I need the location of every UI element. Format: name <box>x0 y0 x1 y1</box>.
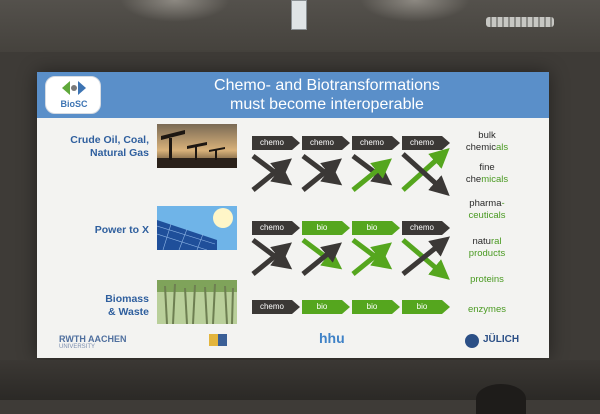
chip-label: bio <box>316 302 328 311</box>
chip-label: chemo <box>409 223 434 232</box>
bio-chip: bio <box>402 300 450 314</box>
bio-chip: bio <box>352 300 400 314</box>
output-line: enzymes <box>453 304 521 316</box>
chip-label: chemo <box>309 138 334 147</box>
rwth-logo-sub: UNIVERSITY <box>59 344 96 350</box>
row-label-line: & Waste <box>107 306 149 318</box>
audience-head <box>476 384 526 414</box>
chip-label: bio <box>366 223 378 232</box>
bio-chip: bio <box>352 221 400 235</box>
diagonal-arrow <box>251 158 292 192</box>
output-text: ceuticals <box>468 210 506 221</box>
output-pharmaceuticals: pharma- ceuticals <box>453 198 521 222</box>
diagonal-arrow <box>401 236 451 276</box>
output-text: products <box>468 248 506 259</box>
output-bulk-chemicals: bulk chemicals <box>453 130 521 154</box>
row-label-line: Crude Oil, Coal, <box>70 134 149 146</box>
output-text: proteins <box>470 274 504 285</box>
chip-label: chemo <box>259 138 284 147</box>
output-text: ral <box>490 236 502 247</box>
output-line: proteins <box>453 274 521 286</box>
output-text: micals <box>481 174 509 185</box>
row-label-fossil: Crude Oil, Coal, Natural Gas <box>41 134 149 160</box>
chemo-chip: chemo <box>252 221 300 235</box>
chip-label: chemo <box>359 138 384 147</box>
solar-panel-photo <box>157 206 237 250</box>
chip-label: chemo <box>259 302 284 311</box>
slide-title-line2: must become interoperable <box>230 96 424 113</box>
output-text: pharma <box>469 198 502 209</box>
chemo-chip: chemo <box>352 136 400 150</box>
biosc-logo: BioSC <box>45 76 101 114</box>
bio-chip: bio <box>302 221 350 235</box>
slide-header: BioSC Chemo- and Biotransformations must… <box>37 72 549 118</box>
output-line: natural <box>453 236 521 248</box>
output-line: chemicals <box>453 142 521 154</box>
projection-screen: BioSC Chemo- and Biotransformations must… <box>37 72 549 358</box>
output-line: products <box>453 248 521 260</box>
diagonal-arrow <box>301 158 342 192</box>
oil-pumps-sunset-photo <box>157 124 237 168</box>
output-text: als <box>495 142 509 153</box>
julich-icon <box>465 334 479 348</box>
ceiling-light <box>120 0 230 22</box>
chemo-chip: chemo <box>302 136 350 150</box>
ceiling-light <box>360 0 470 22</box>
diagonal-arrows <box>251 147 451 280</box>
output-line: pharma- <box>453 198 521 210</box>
slide-title-line1: Chemo- and Biotransformations <box>214 77 440 94</box>
chip-label: bio <box>316 223 328 232</box>
row-label-power-to-x: Power to X <box>41 224 149 237</box>
row-label-line: Power to X <box>94 224 149 236</box>
output-line: ceuticals <box>453 210 521 222</box>
partner-logo <box>209 334 227 346</box>
chemo-chip: chemo <box>402 136 450 150</box>
output-text: fine <box>479 162 495 173</box>
row-label-line: Natural Gas <box>90 147 149 159</box>
output-text: chemic <box>465 142 496 153</box>
bio-chip: bio <box>302 300 350 314</box>
logo-text: BioSC <box>60 99 88 109</box>
output-proteins: proteins <box>453 274 521 286</box>
diagonal-arrow <box>251 242 292 276</box>
ceiling <box>0 0 600 52</box>
biosc-leaf-icon <box>62 81 86 95</box>
output-text: bulk <box>478 130 496 141</box>
chemo-chip: chemo <box>402 221 450 235</box>
output-text: che <box>465 174 482 185</box>
output-text: - <box>501 198 505 209</box>
diagonal-arrow <box>351 242 392 276</box>
chip-label: bio <box>416 302 428 311</box>
chip-label: chemo <box>409 138 434 147</box>
output-line: chemicals <box>453 174 521 186</box>
output-text: natu <box>472 236 491 247</box>
output-line: bulk <box>453 130 521 142</box>
hhu-logo: hhu <box>319 330 345 346</box>
diagonal-arrow <box>351 158 392 192</box>
ceiling-vent <box>486 17 554 27</box>
output-text: enzymes <box>467 304 506 315</box>
output-fine-chemicals: fine chemicals <box>453 162 521 186</box>
julich-logo: JÜLICH <box>483 334 520 345</box>
ceiling-fixture <box>291 0 307 30</box>
output-line: fine <box>453 162 521 174</box>
rwth-logo: RWTH AACHEN <box>59 334 127 344</box>
chip-label: chemo <box>259 223 284 232</box>
chip-label: bio <box>366 302 378 311</box>
row-label-line: Biomass <box>105 293 149 305</box>
diagonal-arrow <box>401 152 450 197</box>
output-natural-products: natural products <box>453 236 521 260</box>
slide-title: Chemo- and Biotransformations must becom… <box>147 76 507 114</box>
chemo-chip: chemo <box>252 136 300 150</box>
diagonal-arrow <box>301 242 342 276</box>
chemo-chip: chemo <box>252 300 300 314</box>
output-enzymes: enzymes <box>453 304 521 316</box>
row-label-biomass: Biomass & Waste <box>41 293 149 319</box>
sugarcane-field-photo <box>157 280 237 324</box>
